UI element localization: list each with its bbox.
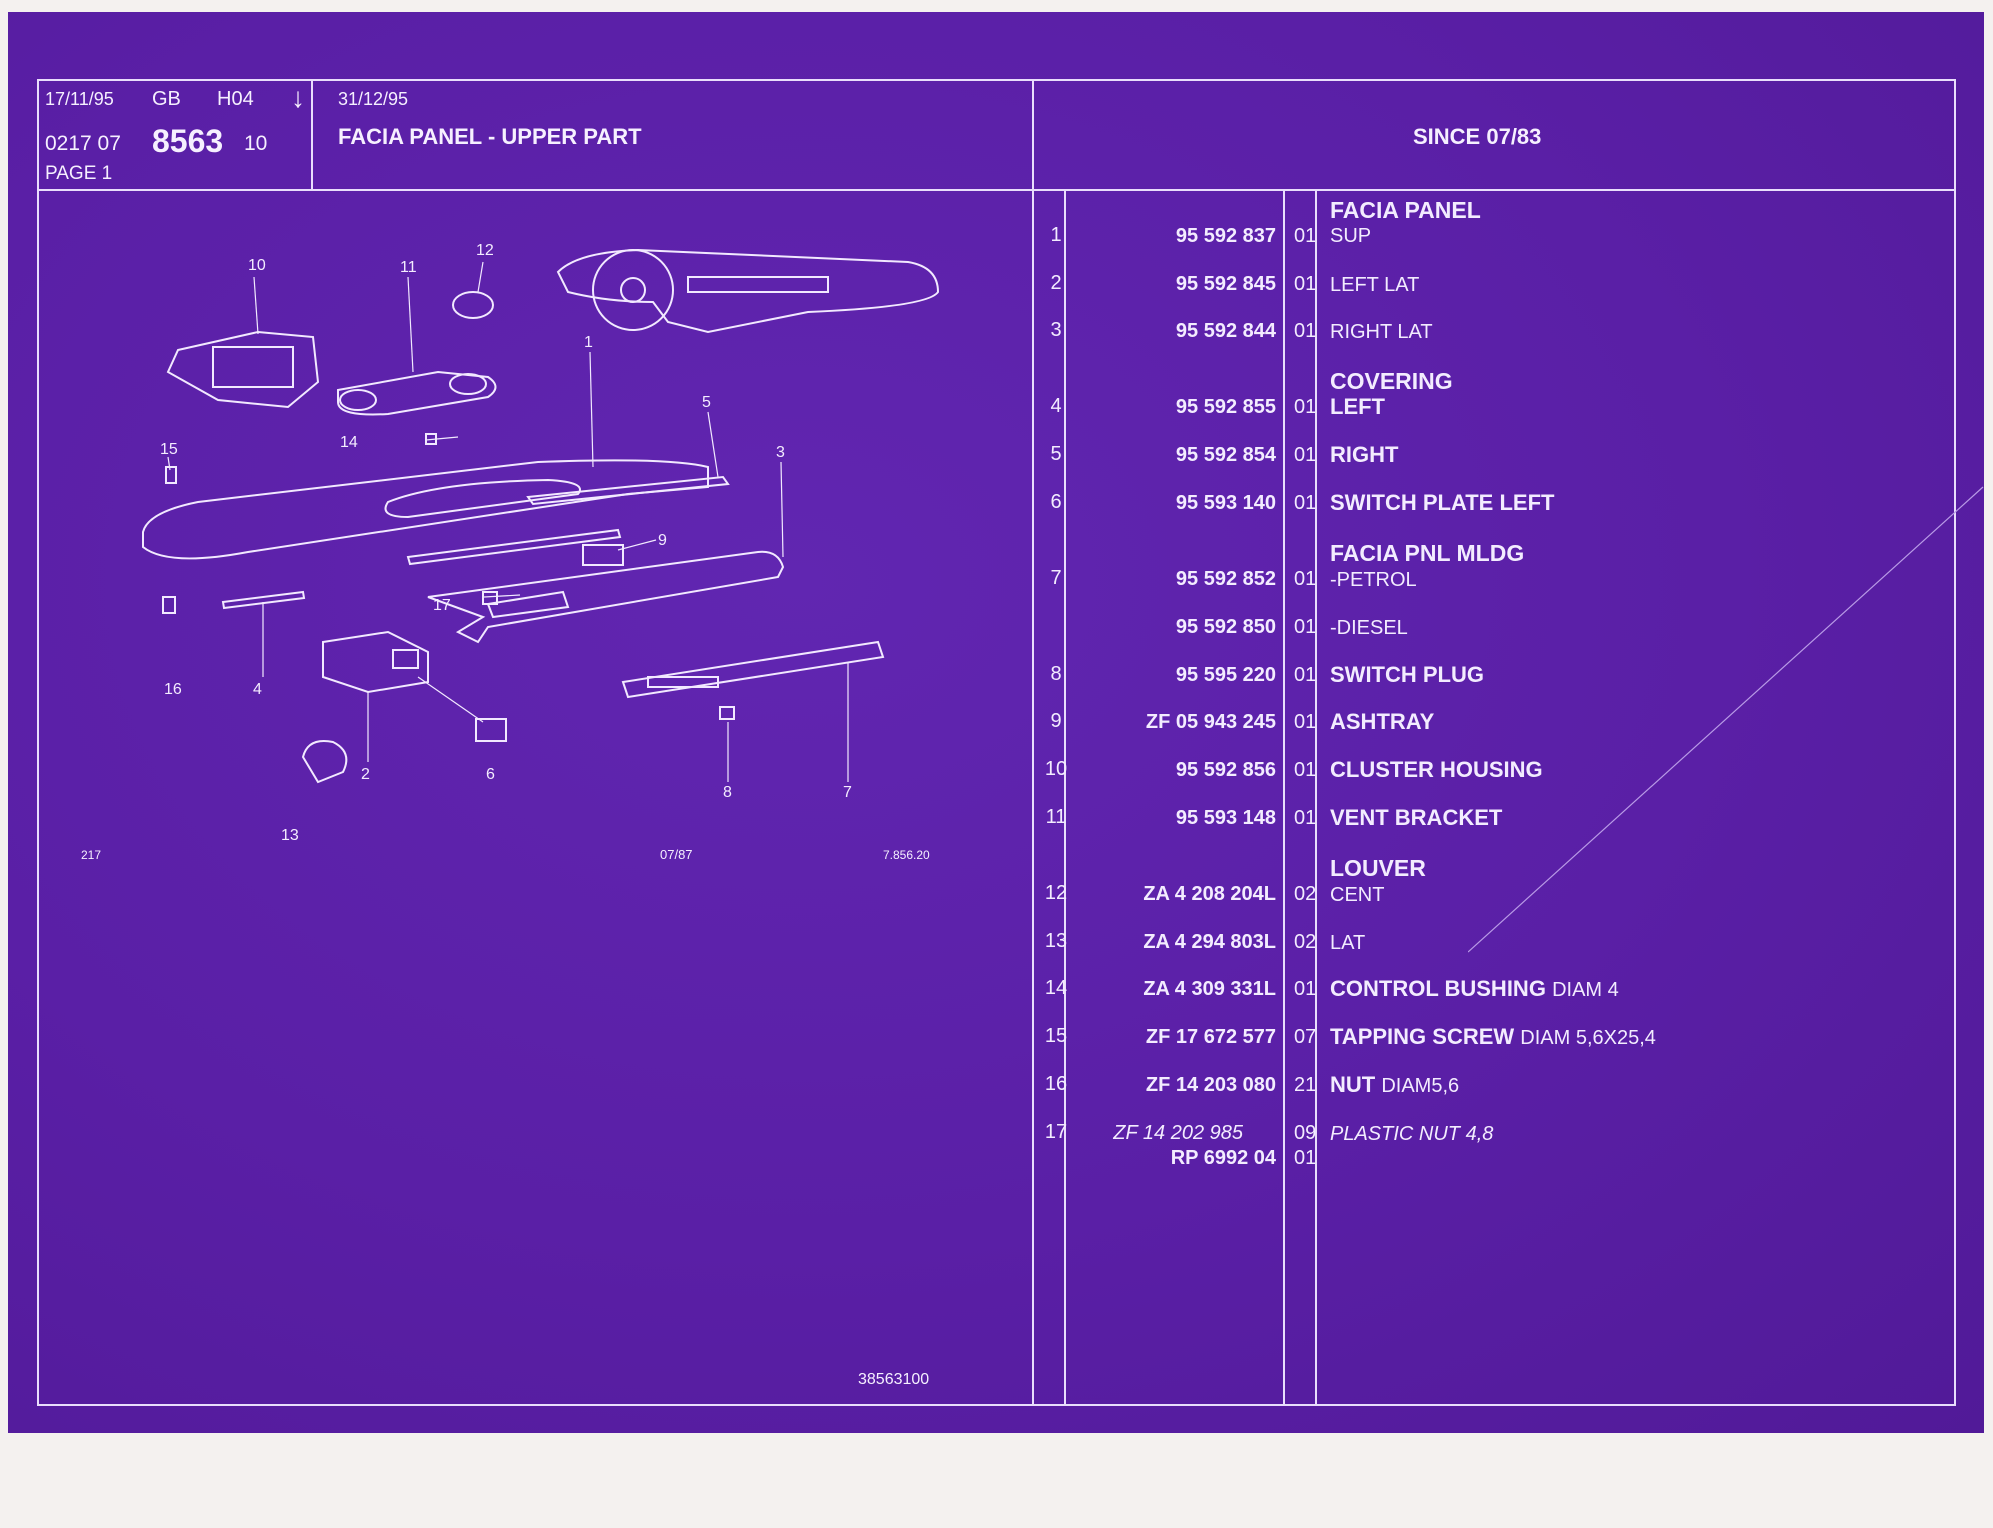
vent-bracket: [337, 370, 497, 416]
scratch-line: [1468, 486, 1984, 953]
callout-3: 3: [776, 444, 785, 461]
callout-5: 5: [702, 394, 711, 411]
dashboard-overview: [556, 248, 940, 334]
callout-11: 11: [400, 259, 417, 276]
parts-sheet: 17/11/95 GB H04 ↓ 0217 07 8563 10 PAGE 1…: [8, 12, 1984, 1433]
main-col-divider: [1032, 79, 1034, 1406]
callout-2: 2: [361, 766, 370, 783]
covering-strip: [526, 475, 730, 506]
diagram-footer-left: 217: [81, 848, 102, 862]
callout-17: 17: [433, 597, 451, 614]
header-divider: [37, 189, 1956, 191]
since-date: SINCE 07/83: [1413, 124, 1542, 149]
callout-9: 9: [658, 532, 667, 549]
section-code: H04: [217, 88, 254, 110]
page-title: FACIA PANEL - UPPER PART: [338, 124, 642, 149]
switch-plug: [475, 718, 507, 742]
callout-14: 14: [340, 434, 358, 451]
cluster-housing: [166, 330, 320, 409]
plastic-nut: [482, 591, 498, 605]
callout-4: 4: [253, 681, 262, 698]
page-number: PAGE 1: [45, 163, 113, 184]
validity-date: 31/12/95: [338, 89, 409, 109]
callout-8: 8: [723, 784, 732, 801]
facia-lower: [427, 550, 785, 644]
diagram-footer-mid: 07/87: [660, 847, 693, 862]
sheet-frame: [37, 79, 1956, 1406]
callout-6: 6: [486, 766, 495, 783]
image-reference: 38563100: [858, 1371, 930, 1388]
screw: [165, 466, 177, 484]
down-arrow-icon: ↓: [291, 82, 305, 113]
callout-15: 15: [160, 441, 178, 458]
callout-16: 16: [164, 681, 182, 698]
exploded-parts-diagram: 10 11 12 1 15 14 5 3 9 17 16 4 2 6 8 7 1…: [142, 242, 940, 844]
table-col-line-2: [1283, 189, 1285, 1406]
group-heading: FACIA PNL MLDG: [1330, 540, 1525, 566]
diagram-footer-right: 7.856.20: [883, 848, 930, 862]
print-date: 17/11/95: [45, 89, 114, 109]
group-heading: FACIA PANEL: [1330, 197, 1481, 223]
switch-plate: [322, 630, 429, 694]
switch-plug-small: [719, 706, 735, 720]
callout-12: 12: [476, 242, 494, 259]
callout-13: 13: [281, 827, 299, 844]
country-code: GB: [152, 88, 181, 110]
ref-prefix: 0217 07: [45, 132, 121, 155]
louver-cent: [452, 291, 494, 319]
nut: [162, 596, 176, 614]
group-heading: COVERING: [1330, 368, 1453, 394]
callout-1: 1: [584, 334, 593, 351]
group-heading: LOUVER: [1330, 855, 1426, 881]
callout-7: 7: [843, 784, 852, 801]
facia-moulding: [621, 640, 885, 699]
callout-10: 10: [248, 257, 266, 274]
louver-lat: [301, 740, 348, 784]
table-col-line-3: [1315, 189, 1317, 1406]
covering-left-strip: [221, 590, 306, 610]
header-col-divider: [311, 79, 313, 191]
table-col-line-1: [1064, 189, 1066, 1406]
ashtray: [582, 544, 624, 566]
ref-suffix: 10: [244, 132, 268, 155]
facia-upper: [142, 459, 709, 560]
ref-main: 8563: [152, 123, 224, 159]
